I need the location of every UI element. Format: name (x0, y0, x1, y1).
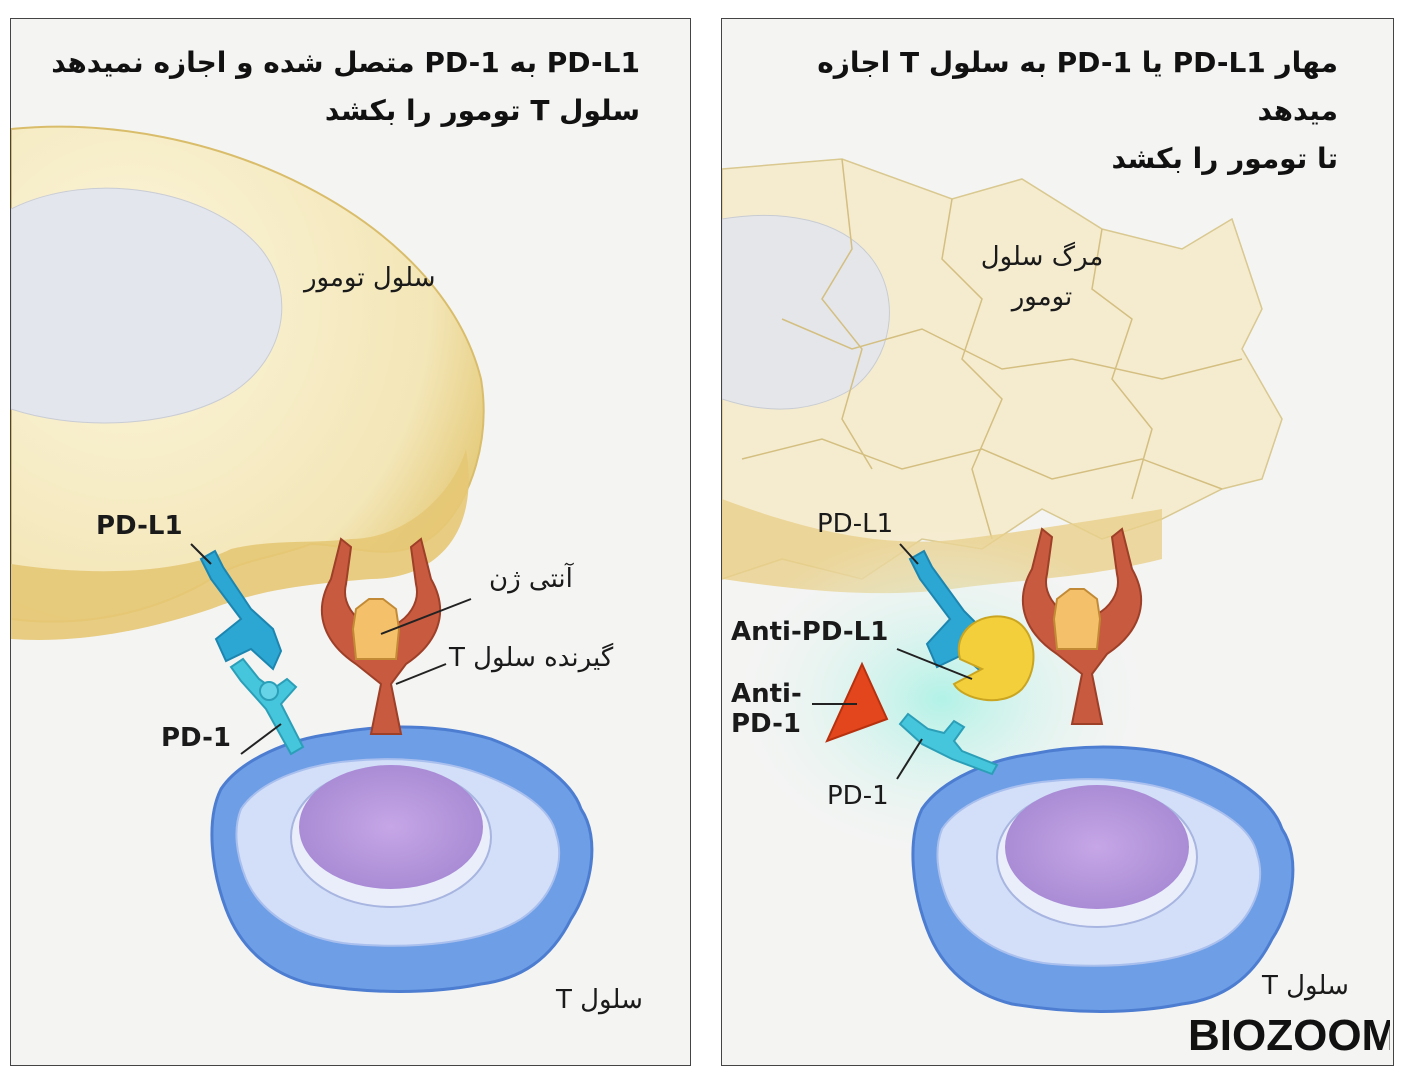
left-illustration (11, 125, 594, 993)
panel-blocked: مهار PD-L1 یا PD-1 به سلول T اجازه میدهد… (721, 18, 1394, 1066)
pdl1-leader (899, 543, 919, 565)
label-t-cell: سلول T (556, 985, 643, 1015)
right-title-line1: مهار PD-L1 یا PD-1 به سلول T اجازه میدهد (817, 46, 1338, 127)
left-title-line1: PD-L1 به PD-1 متصل شده و اجازه نمیدهد (51, 46, 640, 79)
panel-pd1-bound: PD-L1 به PD-1 متصل شده و اجازه نمیدهد سل… (10, 18, 691, 1066)
t-cell (210, 725, 594, 993)
label-dead-tumor-line1: مرگ سلول (980, 242, 1104, 272)
label-anti-pdl1: Anti-PD-L1 (731, 617, 889, 647)
label-pdl1: PD-L1 (96, 511, 183, 541)
t-cell (911, 745, 1295, 1013)
dead-tumor-cell (722, 158, 1283, 594)
label-antigen: آنتی ژن (489, 564, 573, 594)
label-anti-pd1-line2: PD-1 (731, 709, 802, 739)
antigen (351, 598, 401, 660)
label-t-cell: سلول T (1262, 971, 1349, 1001)
label-pdl1: PD-L1 (817, 509, 894, 539)
antigen-leader (380, 598, 472, 635)
anti-pd1-antibody (825, 661, 889, 743)
pdl1-leader (190, 543, 212, 565)
pd1-receptor (229, 657, 305, 756)
label-anti-pd1-line1: Anti- (731, 679, 802, 709)
right-title-line2: تا تومور را بکشد (1111, 142, 1338, 175)
label-tumor-cell: سلول تومور (304, 263, 436, 293)
label-pd1: PD-1 (827, 781, 889, 811)
anti-pdl1-leader (896, 648, 973, 680)
pd1-receptor (898, 712, 999, 776)
left-title: PD-L1 به PD-1 متصل شده و اجازه نمیدهد سل… (40, 39, 640, 135)
label-pd1: PD-1 (161, 723, 232, 753)
biozoom-logo: BIOZOOM (1188, 1011, 1390, 1058)
tcr-leader (395, 663, 447, 685)
pdl1-ligand (199, 549, 283, 671)
pd1-leader (896, 738, 923, 780)
left-title-line2: سلول T تومور را بکشد (324, 94, 640, 127)
right-illustration (722, 158, 1295, 1013)
tumor-nucleus (11, 187, 283, 424)
logo-text: BIOZOOM (1188, 1011, 1390, 1058)
label-tcr: گیرنده سلول T (449, 643, 614, 673)
right-title: مهار PD-L1 یا PD-1 به سلول T اجازه میدهد… (738, 39, 1338, 183)
label-anti-pd1: Anti- PD-1 (731, 679, 802, 739)
anti-pdl1-antibody (952, 615, 1035, 702)
label-dead-tumor: مرگ سلول تومور (972, 237, 1112, 317)
label-dead-tumor-line2: تومور (1011, 282, 1073, 312)
t-cell-receptor (1022, 527, 1142, 725)
pd1-leader (240, 723, 282, 755)
